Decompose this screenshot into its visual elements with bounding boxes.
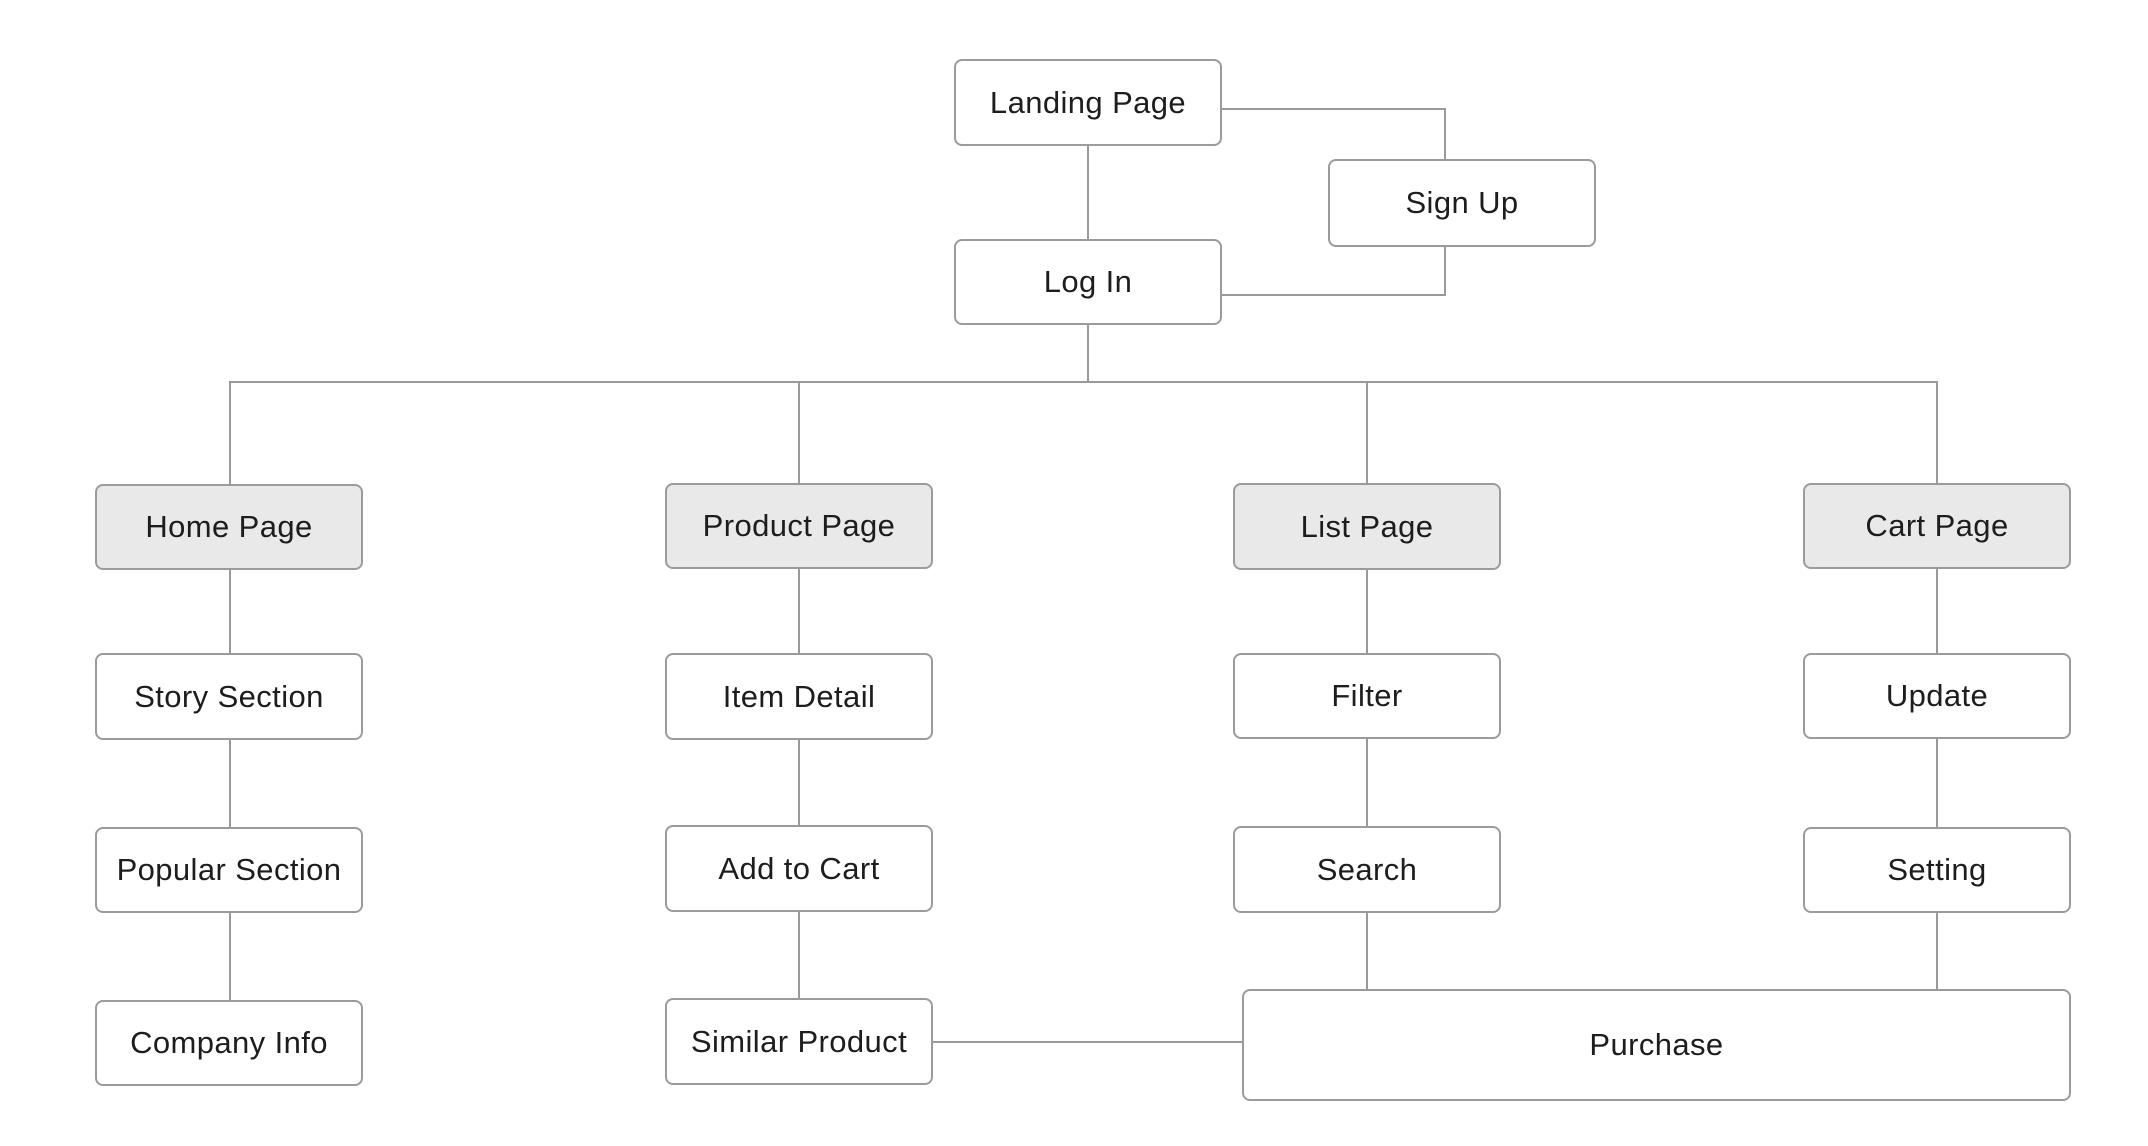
connector-add-similar	[798, 912, 800, 998]
node-label: Story Section	[134, 678, 324, 714]
connector-signup-login	[1444, 247, 1446, 296]
node-sign-up[interactable]: Sign Up	[1328, 159, 1596, 247]
node-story-section[interactable]: Story Section	[95, 653, 363, 740]
node-label: List Page	[1300, 508, 1434, 544]
node-search[interactable]: Search	[1233, 826, 1501, 913]
connector-landing-login	[1087, 146, 1089, 239]
connector-similar-purchase	[933, 1041, 1242, 1043]
node-list-page[interactable]: List Page	[1233, 483, 1501, 570]
node-label: Sign Up	[1405, 185, 1519, 220]
connector-trunk-product	[798, 381, 800, 483]
connector-popular-company	[229, 913, 231, 1000]
node-setting[interactable]: Setting	[1803, 827, 2071, 913]
connector-item-add	[798, 740, 800, 825]
node-cart-page[interactable]: Cart Page	[1803, 483, 2071, 569]
node-landing-page[interactable]: Landing Page	[954, 59, 1222, 146]
node-label: Update	[1885, 678, 1989, 713]
connector-cart-update	[1936, 569, 1938, 653]
node-filter[interactable]: Filter	[1233, 653, 1501, 739]
node-label: Home Page	[145, 509, 313, 544]
node-label: Landing Page	[989, 84, 1187, 120]
connector-login-trunk	[1087, 325, 1089, 382]
node-label: Search	[1316, 851, 1418, 887]
connector-product-item	[798, 569, 800, 653]
connector-signup-login	[1222, 294, 1446, 296]
node-label: Add to Cart	[718, 850, 880, 886]
node-home-page[interactable]: Home Page	[95, 484, 363, 570]
node-label: Filter	[1331, 678, 1403, 713]
node-add-to-cart[interactable]: Add to Cart	[665, 825, 933, 912]
node-label: Company Info	[130, 1025, 328, 1060]
node-label: Popular Section	[116, 852, 342, 887]
node-product-page[interactable]: Product Page	[665, 483, 933, 569]
node-label: Item Detail	[722, 678, 876, 714]
node-label: Similar Product	[690, 1023, 908, 1059]
connector-update-setting	[1936, 739, 1938, 827]
connector-filter-search	[1366, 739, 1368, 826]
connector-story-popular	[229, 740, 231, 827]
connector-home-story	[229, 570, 231, 653]
node-purchase[interactable]: Purchase	[1242, 989, 2071, 1101]
node-label: Log In	[1043, 264, 1133, 299]
connector-setting-purchase	[1936, 913, 1938, 989]
connector-search-purchase	[1366, 913, 1368, 989]
connector-trunk-home	[229, 381, 231, 484]
node-label: Cart Page	[1865, 508, 2009, 543]
node-log-in[interactable]: Log In	[954, 239, 1222, 325]
node-label: Purchase	[1589, 1027, 1724, 1062]
trunk-line	[229, 381, 1938, 383]
node-label: Product Page	[702, 508, 896, 543]
connector-landing-signup	[1222, 108, 1446, 110]
connector-landing-signup	[1444, 108, 1446, 159]
node-label: Setting	[1887, 852, 1987, 887]
node-item-detail[interactable]: Item Detail	[665, 653, 933, 740]
connector-trunk-cart	[1936, 381, 1938, 483]
node-similar-product[interactable]: Similar Product	[665, 998, 933, 1085]
node-update[interactable]: Update	[1803, 653, 2071, 739]
connector-trunk-list	[1366, 381, 1368, 483]
node-company-info[interactable]: Company Info	[95, 1000, 363, 1086]
node-popular-section[interactable]: Popular Section	[95, 827, 363, 913]
connector-list-filter	[1366, 570, 1368, 653]
